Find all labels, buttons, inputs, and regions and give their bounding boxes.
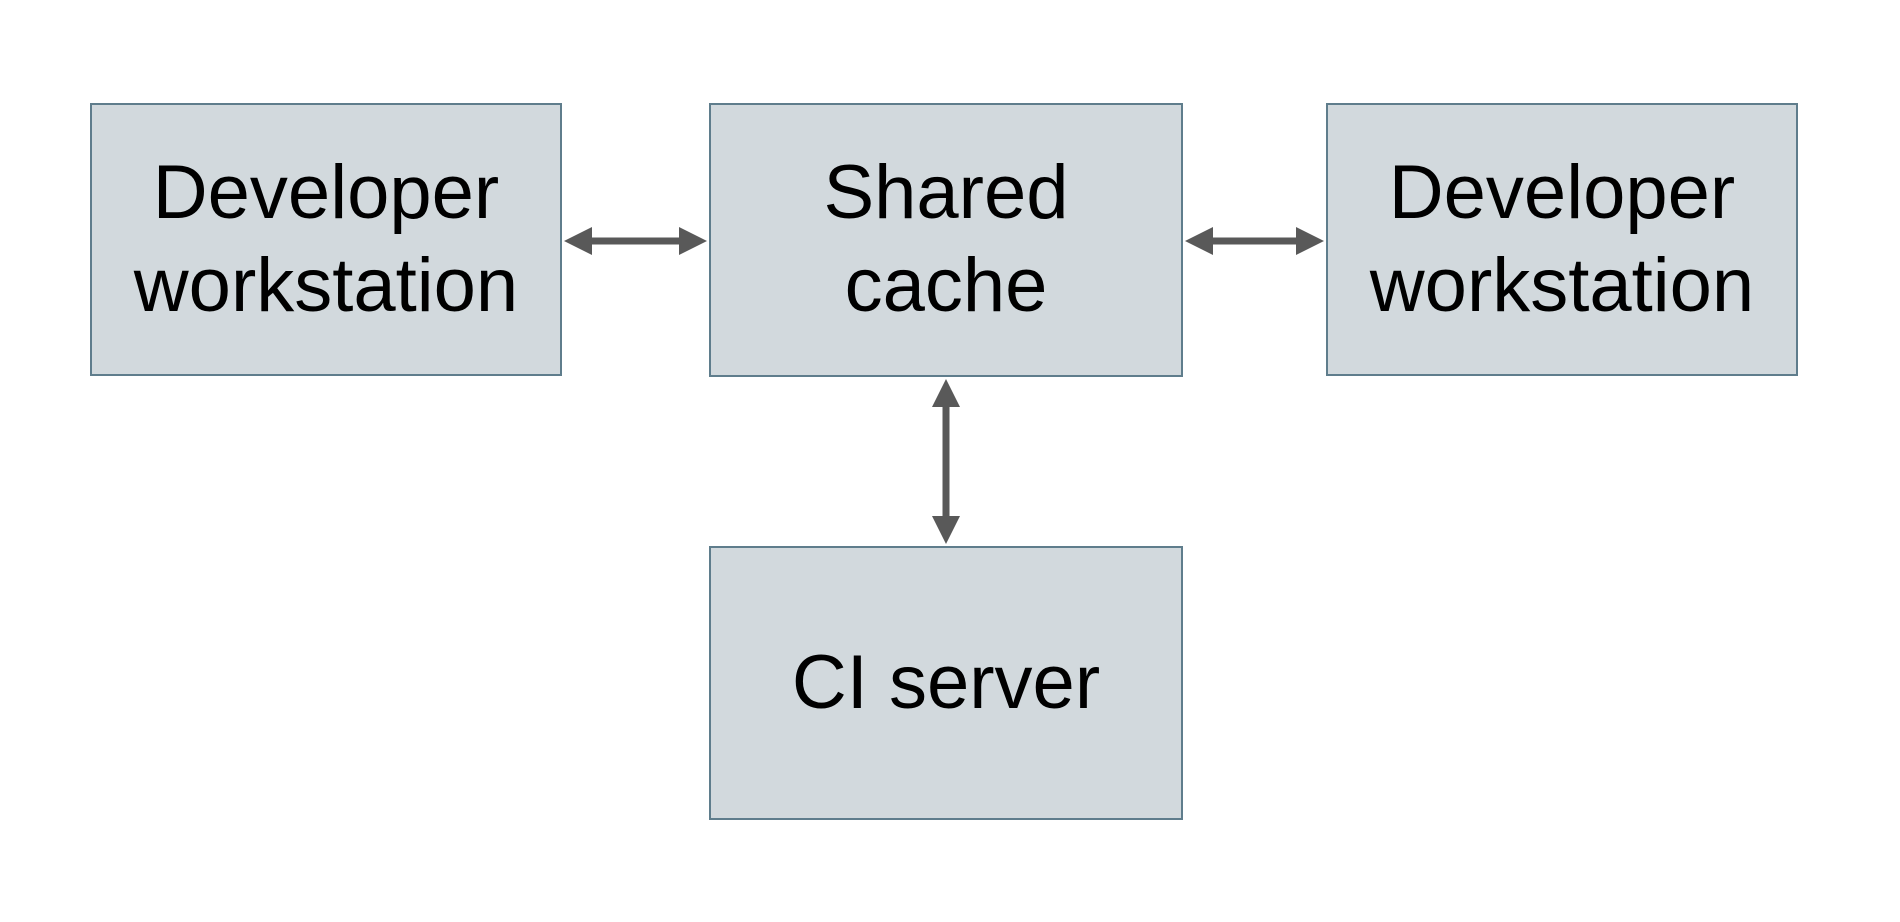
arrowhead-left-icon — [1185, 227, 1213, 255]
bidirectional-arrow-icon-cache-to-ci-server — [932, 379, 960, 544]
arrowhead-right-icon — [679, 227, 707, 255]
node-developer-workstation-left: Developer workstation — [90, 103, 562, 376]
node-shared-cache: Shared cache — [709, 103, 1183, 377]
arrowhead-left-icon — [564, 227, 592, 255]
bidirectional-arrow-icon-cache-to-right-workstation — [1185, 227, 1324, 255]
node-label-ci-server: CI server — [791, 639, 1101, 725]
node-ci-server: CI server — [709, 546, 1183, 820]
node-label-developer-workstation-left: Developer workstation — [133, 149, 519, 328]
node-label-developer-workstation-right: Developer workstation — [1369, 149, 1755, 328]
arrowhead-down-icon — [932, 516, 960, 544]
node-label-shared-cache: Shared cache — [823, 150, 1069, 328]
node-developer-workstation-right: Developer workstation — [1326, 103, 1798, 376]
bidirectional-arrow-icon-left-workstation-to-cache — [564, 227, 707, 255]
arrowhead-right-icon — [1296, 227, 1324, 255]
arrowhead-up-icon — [932, 379, 960, 407]
